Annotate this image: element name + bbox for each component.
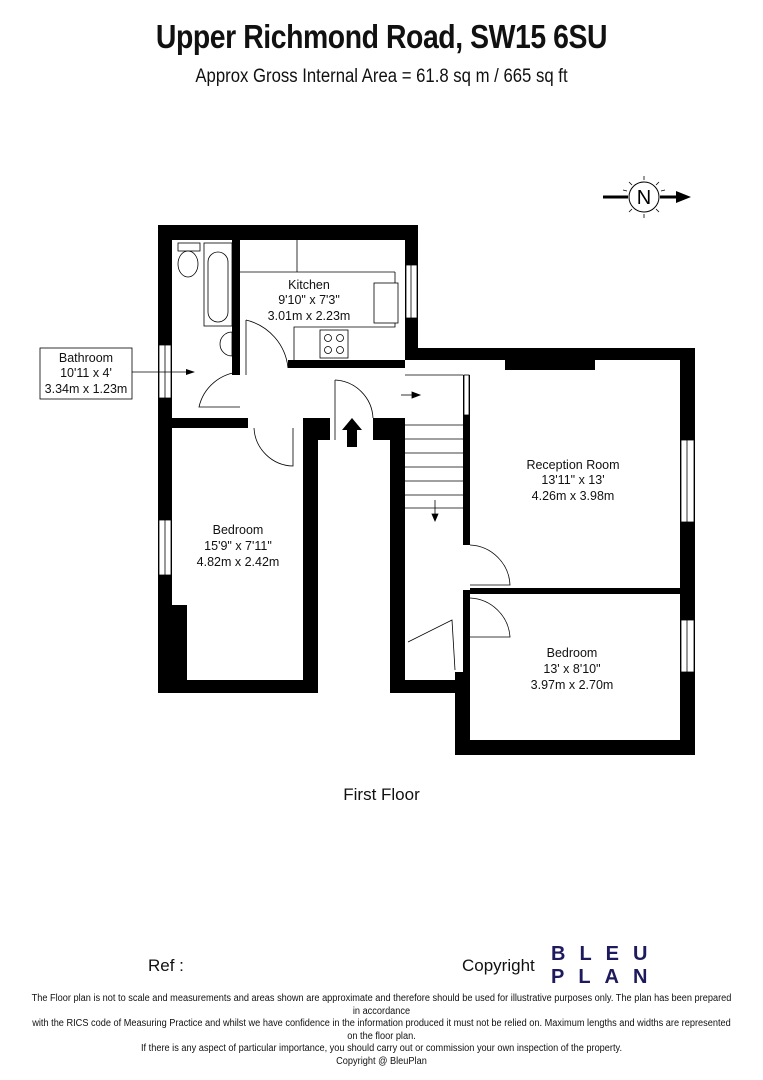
hob-icon [319,329,349,359]
room-label-kitchen: Kitchen 9'10" x 7'3" 3.01m x 2.23m [268,278,351,323]
svg-text:3.01m x 2.23m: 3.01m x 2.23m [268,309,351,323]
svg-text:Bedroom: Bedroom [547,646,598,660]
bathroom-label-box [39,347,133,400]
doors [198,319,511,671]
sink-icon [373,282,399,324]
fixtures [177,240,399,360]
svg-text:9'10" x 7'3": 9'10" x 7'3" [278,293,340,307]
area-subtitle: Approx Gross Internal Area = 61.8 sq m /… [195,66,568,87]
svg-text:13' x 8'10": 13' x 8'10" [543,662,600,676]
svg-text:10'11 x 4': 10'11 x 4' [60,366,112,380]
room-label-bathroom: Bathroom 10'11 x 4' 3.34m x 1.23m [45,351,128,396]
svg-text:Bathroom: Bathroom [59,351,113,365]
room-label-bedroom-2: Bedroom 13' x 8'10" 3.97m x 2.70m [531,646,614,692]
room-label-bedroom-1: Bedroom 15'9" x 7'11" 4.82m x 2.42m [197,523,280,569]
walls [158,225,695,755]
entrance-arrow-icon [342,418,362,447]
svg-text:Bedroom: Bedroom [213,523,264,537]
svg-text:4.26m x 3.98m: 4.26m x 3.98m [532,489,615,503]
svg-text:13'11" x 13': 13'11" x 13' [541,473,604,487]
basin-icon [219,331,233,357]
floor-label: First Floor [343,785,420,804]
ref-label: Ref : [148,956,184,975]
toilet-icon [177,250,199,278]
room-label-reception: Reception Room 13'11" x 13' 4.26m x 3.98… [526,458,619,503]
windows [158,264,695,673]
copyright-label: Copyright [462,956,535,975]
disclaimer: The Floor plan is not to scale and measu… [31,993,732,1067]
compass-letter: N [637,187,651,209]
svg-text:3.34m x 1.23m: 3.34m x 1.23m [45,382,128,396]
north-compass-icon: N [603,176,691,218]
svg-text:Reception Room: Reception Room [526,458,619,472]
svg-text:Kitchen: Kitchen [288,278,330,292]
svg-text:4.82m x 2.42m: 4.82m x 2.42m [197,555,280,569]
stairs [401,374,463,523]
bleuplan-logo: BLEU PLAN [551,943,662,988]
svg-text:15'9" x 7'11": 15'9" x 7'11" [204,539,272,553]
page-title: Upper Richmond Road, SW15 6SU [155,18,608,55]
svg-text:3.97m x 2.70m: 3.97m x 2.70m [531,678,614,692]
